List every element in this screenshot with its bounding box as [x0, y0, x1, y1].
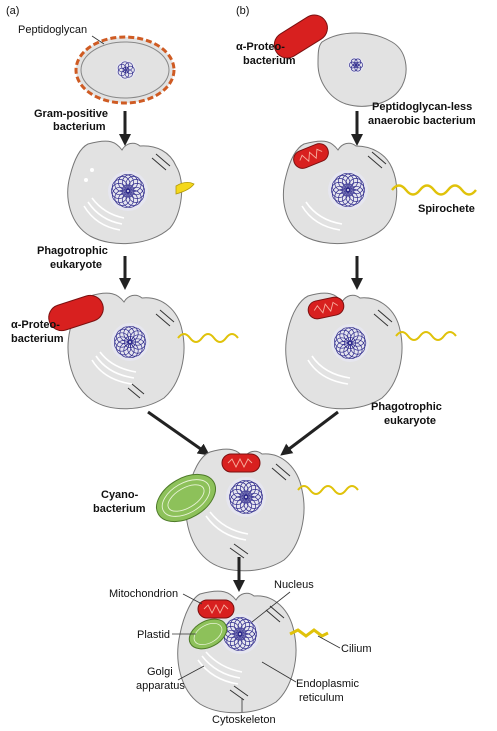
left-cell-stage-3 — [67, 292, 239, 410]
anaerobic-bacterium-cell — [317, 32, 407, 107]
cilium-icon — [177, 333, 239, 343]
nucleus-chromatin-icon — [328, 170, 368, 210]
alpha-left-label-1: α-Proteo- — [11, 319, 60, 331]
cilium-pointer — [317, 635, 341, 649]
peptidoglycan-less-label-1: Peptidoglycan-less — [372, 101, 472, 113]
right-cell-stage-3 — [285, 292, 457, 410]
golgi-label-2: apparatus — [136, 680, 185, 692]
phagotrophic-right-label-2: eukaryote — [384, 415, 436, 427]
panel-a-label: (a) — [6, 5, 19, 17]
flagellum-stub-icon — [175, 182, 195, 195]
gram-positive-label-1: Gram-positive — [34, 108, 108, 120]
spirochete-label: Spirochete — [418, 203, 475, 215]
cytoskeleton-label: Cytoskeleton — [212, 714, 276, 726]
nucleus-pointer — [251, 591, 291, 623]
panel-b-label: (b) — [236, 5, 249, 17]
cilium-label: Cilium — [341, 643, 372, 655]
nucleus-chromatin-icon — [108, 171, 148, 211]
nucleus-chromatin-icon — [111, 323, 149, 361]
arrow-converge-right — [280, 410, 339, 456]
phagotrophic-eukaryote-cell — [67, 140, 195, 245]
mitochondrion-icon — [197, 599, 235, 619]
er-label-1: Endoplasmic — [296, 678, 359, 690]
er-pointer — [261, 661, 297, 683]
plastid-icon — [188, 618, 228, 650]
alpha-left-label-2: bacterium — [11, 333, 64, 345]
alpha-right-label-2: bacterium — [243, 55, 296, 67]
cyanobacterium-icon — [156, 473, 216, 523]
mitochondrion-pointer — [182, 593, 203, 605]
nucleus-chromatin-icon — [331, 324, 369, 362]
cyanobacterium-acquisition-cell — [185, 448, 359, 572]
peptidoglycan-label: Peptidoglycan — [18, 24, 87, 36]
er-label-2: reticulum — [299, 692, 344, 704]
final-eukaryote-cell — [177, 590, 329, 714]
mitochondrion-label: Mitochondrion — [109, 588, 178, 600]
gram-positive-label-2: bacterium — [53, 121, 106, 133]
alpha-right-label-1: α-Proteo- — [236, 41, 285, 53]
mitochondrion-icon — [307, 296, 345, 320]
cilium-icon — [297, 485, 359, 495]
nucleus-chromatin-icon — [226, 477, 266, 517]
phagotrophic-left-label-2: eukaryote — [50, 259, 102, 271]
mitochondrion-icon — [221, 453, 261, 473]
cyano-label-1: Cyano- — [101, 489, 139, 501]
peptidoglycan-less-label-2: anaerobic bacterium — [368, 115, 476, 127]
nucleus-chromatin-icon — [348, 57, 364, 73]
peptidoglycan-pointer — [91, 35, 105, 45]
cyano-label-2: bacterium — [93, 503, 146, 515]
plastid-label: Plastid — [137, 629, 170, 641]
golgi-pointer — [177, 665, 205, 681]
nucleus-label: Nucleus — [274, 579, 314, 591]
right-cell-stage-2 — [283, 140, 477, 245]
golgi-label-1: Golgi — [147, 666, 173, 678]
cilium-icon — [395, 331, 457, 341]
gram-positive-bacterium — [74, 35, 176, 105]
nucleus-chromatin-icon — [220, 614, 260, 654]
arrow-converge-left — [147, 410, 210, 456]
spirochete-icon — [391, 184, 477, 196]
cilium-icon — [289, 628, 329, 638]
phagotrophic-left-label-1: Phagotrophic — [37, 245, 108, 257]
phagotrophic-right-label-1: Phagotrophic — [371, 401, 442, 413]
nucleus-chromatin-icon — [116, 60, 136, 80]
alpha-proteobacterium-right — [273, 14, 328, 59]
mitochondrion-icon — [293, 143, 329, 169]
alpha-proteobacterium-left — [48, 294, 104, 332]
